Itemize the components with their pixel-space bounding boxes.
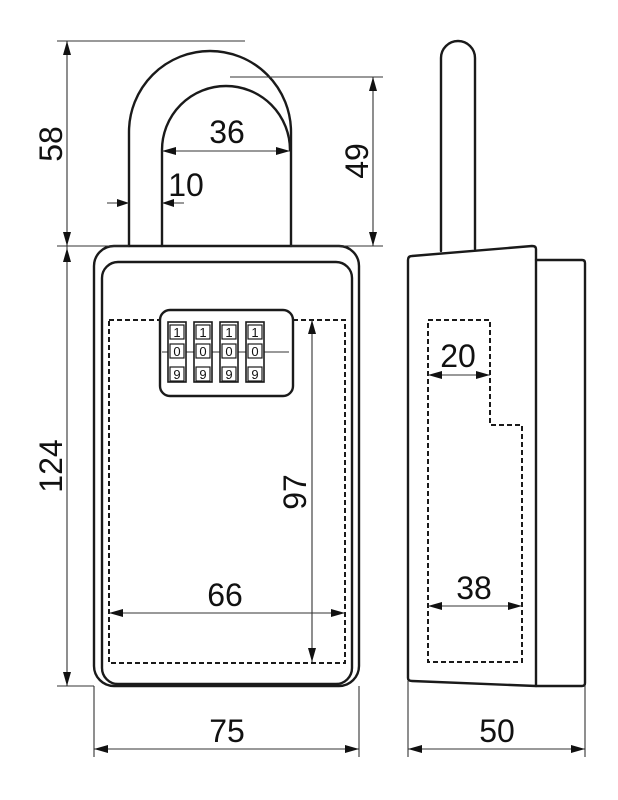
dial-digit-bottom: 9 — [251, 367, 258, 382]
dial-digit-top: 1 — [251, 325, 258, 340]
combination-dial[interactable]: 1 0 9 — [219, 321, 239, 383]
dim-compartment-height: 97 — [277, 320, 316, 662]
dial-digit-box — [195, 366, 211, 382]
dim-label-38: 38 — [456, 570, 492, 606]
dial-digit-middle: 0 — [173, 344, 180, 359]
shackle-outer — [127, 49, 293, 248]
dial-digit-top: 1 — [173, 325, 180, 340]
dim-label-97: 97 — [277, 474, 313, 510]
dim-label-75: 75 — [209, 713, 245, 749]
side-view: 20 38 50 — [406, 39, 587, 757]
dim-label-36: 36 — [209, 114, 245, 150]
dim-compartment-width: 66 — [109, 577, 345, 617]
shackle-side — [439, 39, 477, 253]
dial-digit-box — [221, 324, 237, 340]
dial-digit-box — [169, 343, 185, 359]
dial-digit-box — [247, 366, 263, 382]
dial-digit-box — [195, 324, 211, 340]
dial-digit-top: 1 — [199, 325, 206, 340]
dial-digit-box — [247, 343, 263, 359]
dim-upper-depth: 20 — [428, 338, 490, 379]
dial-digit-box — [221, 366, 237, 382]
dial-digit-box — [221, 343, 237, 359]
dial-digit-box — [195, 343, 211, 359]
dim-label-10: 10 — [168, 167, 204, 203]
dim-body-height: 124 — [33, 246, 94, 687]
dial-digit-bottom: 9 — [225, 367, 232, 382]
dim-label-58: 58 — [33, 126, 69, 162]
dim-label-124: 124 — [33, 439, 69, 492]
dim-label-66: 66 — [207, 577, 243, 613]
combination-dials: 1 0 9 1 0 9 1 0 9 1 0 9 — [167, 321, 265, 383]
dim-lower-depth: 38 — [428, 570, 522, 610]
dial-digit-middle: 0 — [225, 344, 232, 359]
dim-shackle-inner-height: 49 — [230, 76, 383, 247]
body-outer — [92, 244, 361, 688]
dim-shackle-inner-width: 36 — [162, 114, 290, 155]
body-side-front — [406, 244, 538, 688]
dial-digit-bottom: 9 — [199, 367, 206, 382]
compartment-outline — [108, 319, 346, 664]
dim-overall-depth: 50 — [407, 681, 586, 757]
body-side-back — [534, 258, 587, 688]
combination-dial[interactable]: 1 0 9 — [245, 321, 265, 383]
dial-digit-bottom: 9 — [173, 367, 180, 382]
body-front-panel — [100, 260, 354, 686]
dial-digit-middle: 0 — [199, 344, 206, 359]
shackle-inner — [160, 84, 292, 248]
dim-overall-width: 75 — [93, 686, 360, 757]
dial-digit-box — [247, 324, 263, 340]
dial-digit-middle: 0 — [251, 344, 258, 359]
combination-dial[interactable]: 1 0 9 — [193, 321, 213, 383]
dim-label-50: 50 — [479, 713, 515, 749]
side-compartment-outline — [427, 319, 523, 663]
dim-label-49: 49 — [339, 143, 375, 179]
dial-digit-box — [169, 324, 185, 340]
dial-digit-top: 1 — [225, 325, 232, 340]
dim-label-20: 20 — [440, 338, 476, 374]
dim-shackle-thickness: 10 — [107, 167, 204, 207]
dim-shackle-height: 58 — [33, 40, 245, 247]
dial-digit-box — [169, 366, 185, 382]
combination-dial[interactable]: 1 0 9 — [167, 321, 187, 383]
